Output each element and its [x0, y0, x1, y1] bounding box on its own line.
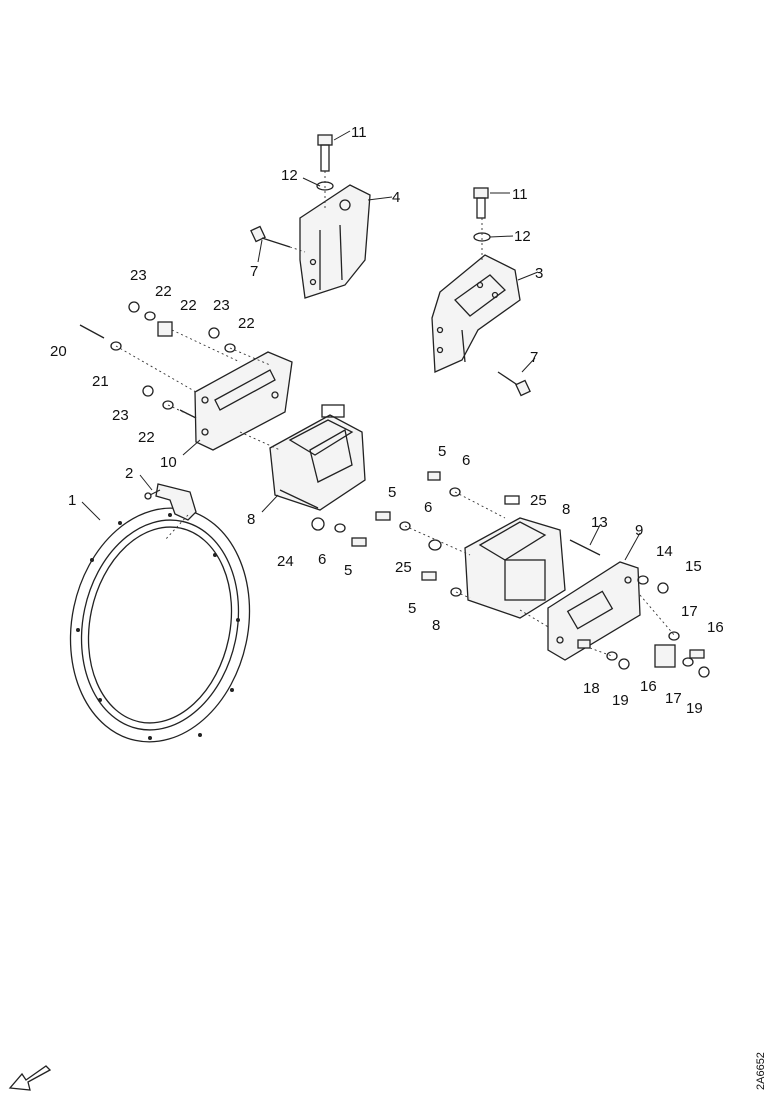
callout-5: 5: [388, 484, 396, 501]
part-1-housing-ring: [69, 507, 251, 743]
callout-23: 23: [213, 297, 230, 314]
callout-5: 5: [408, 600, 416, 617]
callout-8: 8: [247, 511, 255, 528]
callout-22: 22: [238, 315, 255, 332]
callout-9: 9: [635, 522, 643, 539]
callout-8: 8: [432, 617, 440, 634]
callout-21: 21: [92, 373, 109, 390]
part-11-bolt-right: [473, 187, 489, 219]
reference-code: 2A6652: [755, 1020, 771, 1090]
callout-leaders: [81, 130, 641, 561]
callout-23: 23: [112, 407, 129, 424]
part-7-bolt-right: [497, 371, 531, 397]
callout-22: 22: [138, 429, 155, 446]
callout-17: 17: [665, 690, 682, 707]
callout-4: 4: [392, 189, 400, 206]
callout-19: 19: [686, 700, 703, 717]
part-10-mount-plate-left: [194, 351, 293, 451]
callout-22: 22: [155, 283, 172, 300]
callout-6: 6: [424, 499, 432, 516]
part-9-mount-plate-right: [547, 561, 641, 661]
callout-16: 16: [707, 619, 724, 636]
callout-14: 14: [656, 543, 673, 560]
callout-24: 24: [277, 553, 294, 570]
part-3-mount-bracket-right: [431, 254, 521, 373]
callout-25: 25: [395, 559, 412, 576]
callout-5: 5: [438, 443, 446, 460]
callout-12: 12: [281, 167, 298, 184]
callout-25: 25: [530, 492, 547, 509]
callout-7: 7: [530, 349, 538, 366]
assembly-lines: [115, 171, 676, 657]
part-11-bolt-upper-left: [317, 134, 333, 172]
part-8-engine-mount-left: [269, 404, 366, 511]
small-hardware: [79, 301, 710, 678]
callout-16: 16: [640, 678, 657, 695]
callout-12: 12: [514, 228, 531, 245]
part-8-engine-mount-right: [464, 517, 566, 619]
callout-23: 23: [130, 267, 147, 284]
callout-6: 6: [318, 551, 326, 568]
part-7-bolt-upper: [250, 225, 291, 248]
callout-1: 1: [68, 492, 76, 509]
callout-6: 6: [462, 452, 470, 469]
callout-3: 3: [535, 265, 543, 282]
callout-19: 19: [612, 692, 629, 709]
callout-15: 15: [685, 558, 702, 575]
callout-17: 17: [681, 603, 698, 620]
reference-code-text: 2A6652: [755, 1052, 767, 1090]
front-direction-arrow-icon: [8, 1065, 52, 1091]
callout-labels: 1 2 3 4 5 5 5 5 6 6 6 7 7 8 8 8 9 10 11 …: [50, 124, 724, 717]
callout-2: 2: [125, 465, 133, 482]
callout-5: 5: [344, 562, 352, 579]
callout-11: 11: [512, 186, 528, 203]
part-2-small-bracket: [144, 483, 197, 541]
callout-22: 22: [180, 297, 197, 314]
callout-8: 8: [562, 501, 570, 518]
callout-7: 7: [250, 263, 258, 280]
callout-13: 13: [591, 514, 608, 531]
callout-10: 10: [160, 454, 177, 471]
part-4-mount-bracket-upper: [299, 184, 371, 299]
callout-20: 20: [50, 343, 67, 360]
callout-18: 18: [583, 680, 600, 697]
callout-11: 11: [351, 124, 367, 141]
